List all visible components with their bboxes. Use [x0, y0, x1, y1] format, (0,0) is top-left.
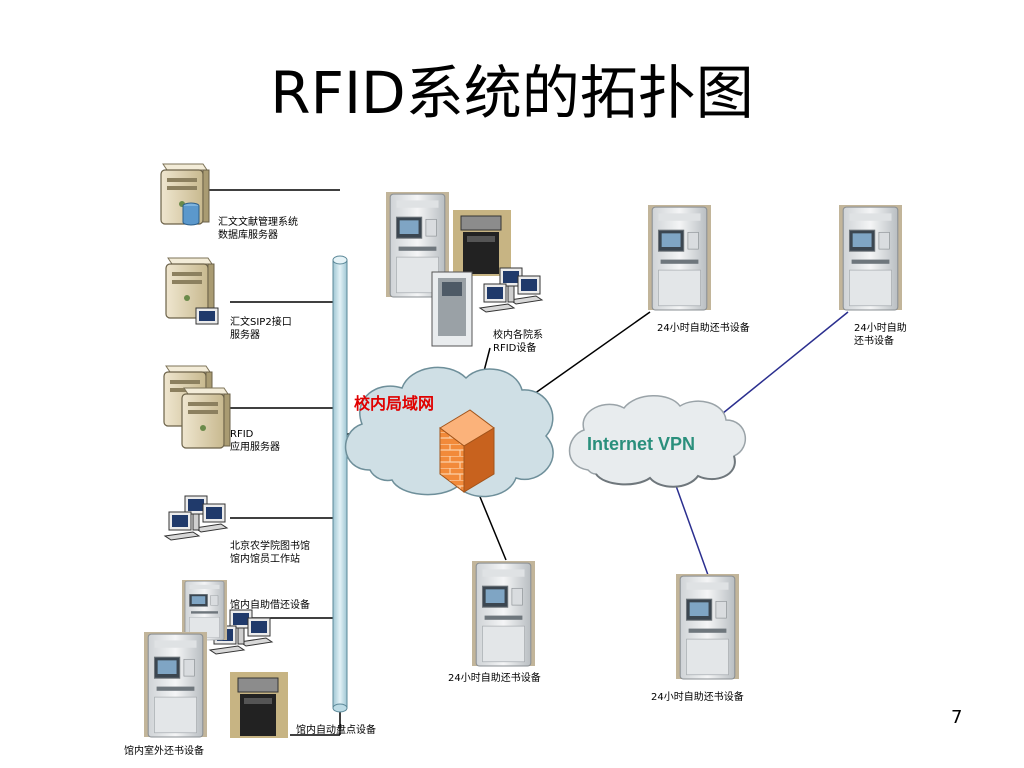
internet-vpn-cloud: [568, 395, 747, 488]
workstation-pcs-icon: [164, 495, 228, 541]
page-title: RFID系统的拓扑图: [270, 59, 754, 127]
kiosk-top-right-label: 24小时自助 还书设备: [854, 322, 907, 348]
campus-lan-label: 校内局域网: [354, 394, 435, 413]
firewall-icon: [439, 409, 495, 493]
rfid-app-server-icon: [163, 365, 231, 449]
rfid-server-label-line1: RFID: [230, 429, 254, 440]
kiosk-bottom-left-icon: [471, 560, 536, 667]
kiosk-bottom-right-icon: [675, 573, 740, 680]
dept-rfid-label: 校内各院系 RFID设备: [493, 329, 543, 355]
page-number: 7: [951, 707, 963, 728]
sip2-server-icon: [165, 257, 219, 325]
kiosk-top-right-label-line1: 24小时自助: [854, 323, 907, 334]
database-server-icon: [160, 163, 210, 226]
sip2-server-label-line2: 服务器: [230, 330, 260, 341]
inventory-device-icon: [230, 672, 288, 738]
kiosk-top-right-label-line2: 还书设备: [854, 336, 894, 347]
kiosk-bottom-left-label: 24小时自助还书设备: [448, 673, 541, 684]
rfid-server-label: RFID 应用服务器: [230, 428, 280, 454]
internet-vpn-label: Internet VPN: [587, 434, 696, 454]
workstation-label: 北京农学院图书馆 馆内馆员工作站: [230, 540, 310, 566]
workstation-label-line2: 馆内馆员工作站: [230, 554, 300, 565]
selfcheck-kiosk-icon: [181, 579, 228, 641]
db-server-label: 汇文文献管理系统 数据库服务器: [218, 216, 298, 242]
kiosk-bottom-right-label: 24小时自助还书设备: [651, 692, 744, 703]
workstation-label-line1: 北京农学院图书馆: [230, 541, 310, 552]
outdoor-return-kiosk-icon: [143, 631, 208, 738]
db-server-label-line2: 数据库服务器: [218, 230, 278, 241]
kiosk-top-mid-label: 24小时自助还书设备: [657, 323, 750, 334]
selfcheck-label: 馆内自助借还设备: [230, 600, 310, 611]
dept-gate-icon: [431, 271, 473, 347]
inventory-label: 馆内自动盘点设备: [296, 725, 376, 736]
outdoor-return-label: 馆内室外还书设备: [124, 746, 204, 757]
kiosk-top-mid-icon: [647, 204, 712, 311]
dept-rfid-label-line1: 校内各院系: [493, 330, 543, 341]
rfid-server-label-line2: 应用服务器: [230, 442, 280, 453]
sip2-server-label: 汇文SIP2接口 服务器: [230, 316, 292, 342]
dept-inventory-icon: [453, 210, 511, 276]
kiosk-top-right-icon: [838, 204, 903, 311]
sip2-server-label-line1: 汇文SIP2接口: [230, 317, 292, 328]
dept-rfid-label-line2: RFID设备: [493, 343, 537, 354]
db-server-label-line1: 汇文文献管理系统: [218, 217, 298, 228]
network-backbone: [332, 255, 348, 713]
